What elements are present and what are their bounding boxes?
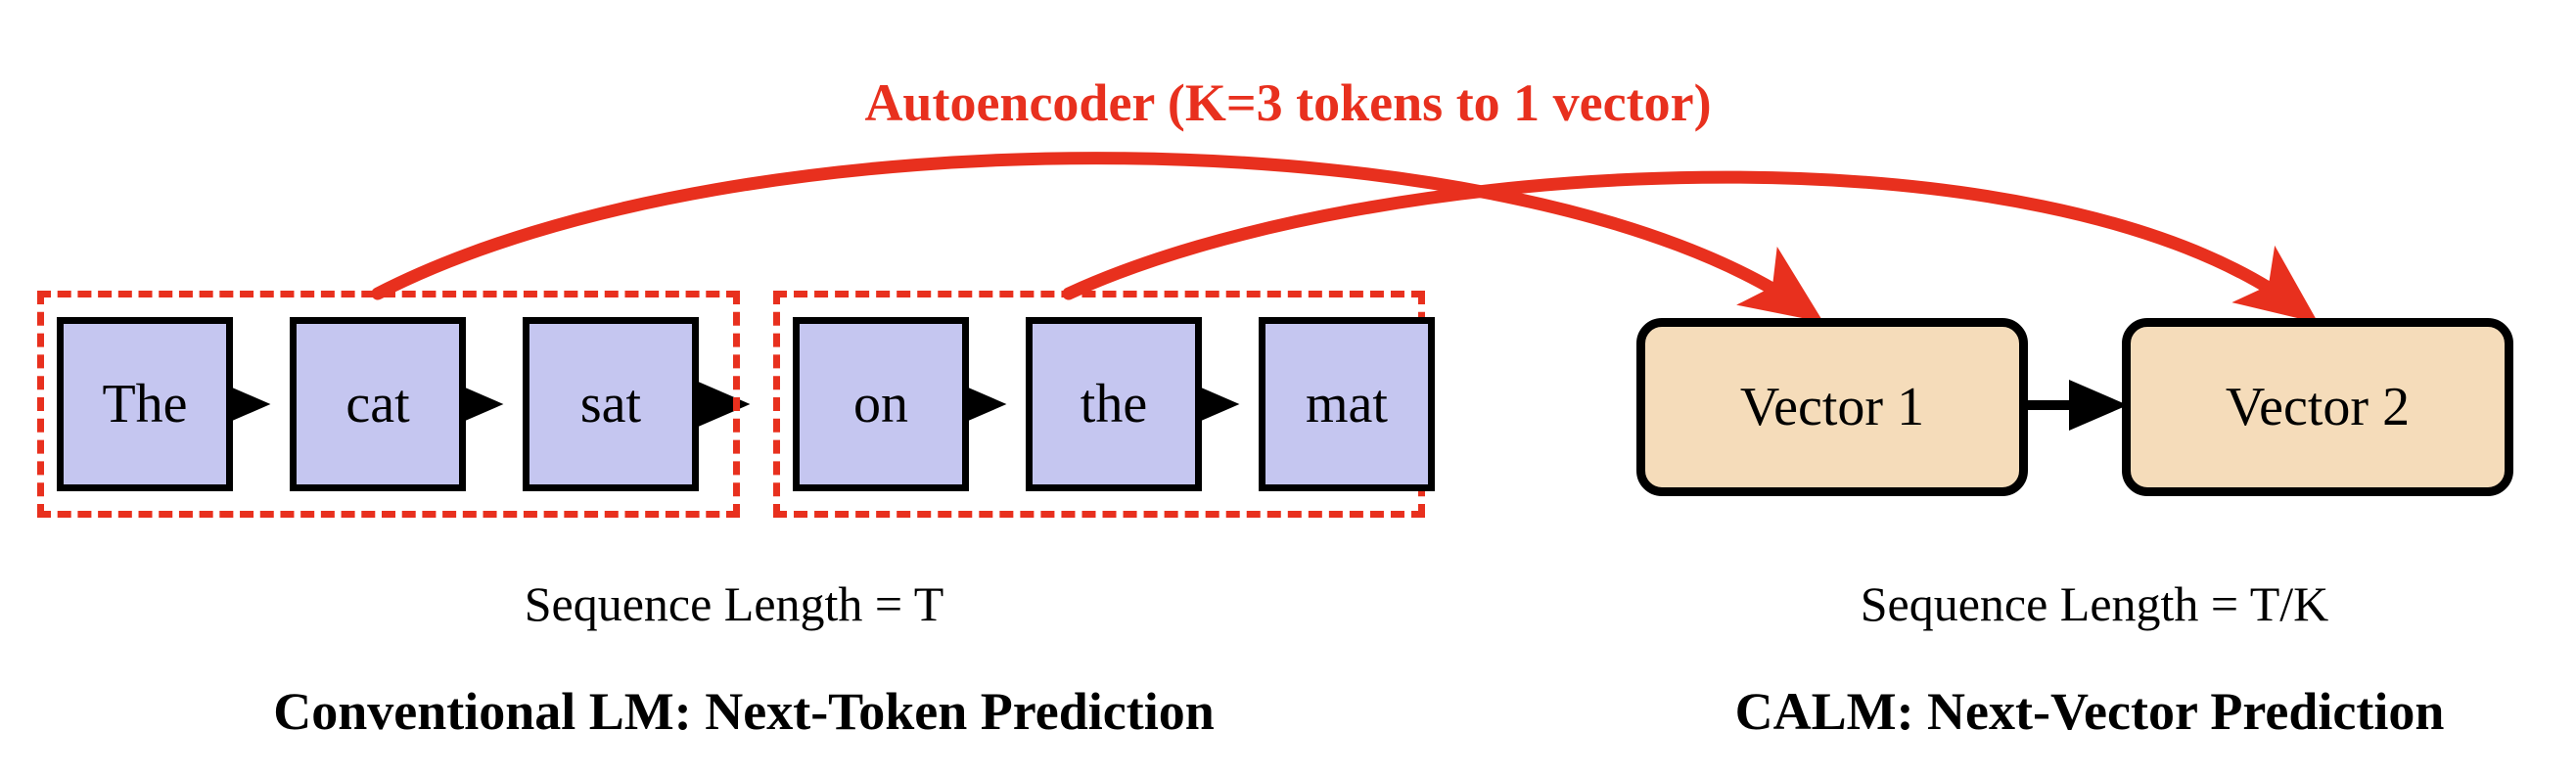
- token-box-on[interactable]: on: [793, 317, 969, 491]
- token-group-1-boundary: [37, 291, 740, 518]
- left-panel-caption: Conventional LM: Next-Token Prediction: [273, 682, 1215, 741]
- group-2-to-vector-2-arrow: [1062, 170, 2319, 324]
- token-box-mat[interactable]: mat: [1259, 317, 1435, 491]
- vector-box-2[interactable]: Vector 2: [2122, 318, 2513, 496]
- token-box-the-2[interactable]: the: [1026, 317, 1202, 491]
- token-box-cat[interactable]: cat: [290, 317, 466, 491]
- left-sequence-length-label: Sequence Length = T: [524, 576, 944, 631]
- vector-box-1[interactable]: Vector 1: [1636, 318, 2028, 496]
- group-1-to-vector-1-arrow: [371, 152, 1824, 323]
- token-box-the[interactable]: The: [57, 317, 233, 491]
- right-sequence-length-label: Sequence Length = T/K: [1860, 576, 2329, 631]
- token-box-sat[interactable]: sat: [523, 317, 699, 491]
- right-panel-caption: CALM: Next-Vector Prediction: [1734, 682, 2445, 741]
- autoencoder-title: Autoencoder (K=3 tokens to 1 vector): [864, 73, 1712, 132]
